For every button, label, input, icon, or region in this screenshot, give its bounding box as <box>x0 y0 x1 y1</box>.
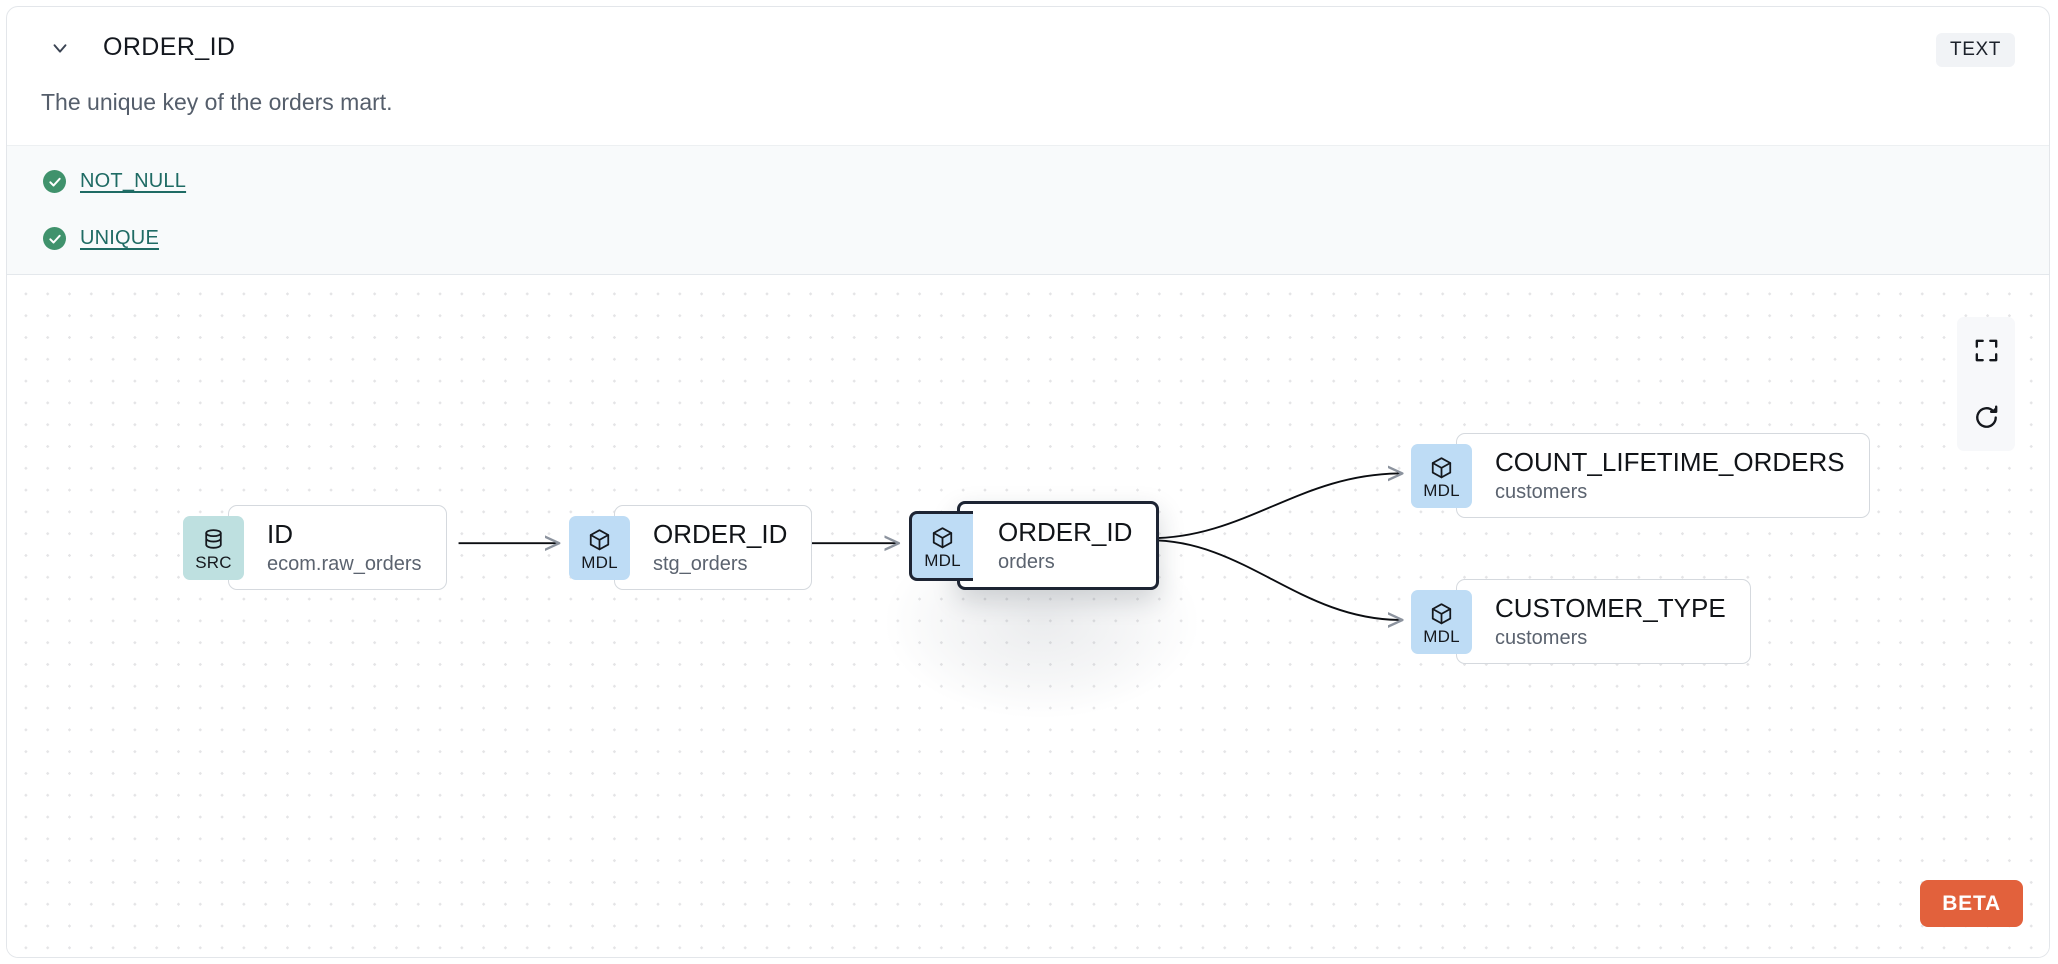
cube-icon <box>930 525 955 551</box>
node-type-label: MDL <box>1423 626 1460 646</box>
column-description: The unique key of the orders mart. <box>41 89 393 115</box>
database-icon <box>201 527 226 553</box>
lineage-node-stg-order-id[interactable]: MDL ORDER_ID stg_orders <box>569 505 813 591</box>
node-body: ID ecom.raw_orders <box>228 505 447 591</box>
column-detail-card: ORDER_ID TEXT The unique key of the orde… <box>6 6 2050 958</box>
fullscreen-icon <box>1973 337 2000 364</box>
test-link-unique[interactable]: UNIQUE <box>80 227 159 249</box>
lineage-node-orders-order-id[interactable]: MDL ORDER_ID orders <box>909 501 1160 591</box>
node-type-label: MDL <box>1423 480 1460 500</box>
node-type-label: MDL <box>924 550 961 570</box>
header-title-row: ORDER_ID <box>47 33 235 62</box>
node-type-badge: MDL <box>1411 443 1472 508</box>
node-type-badge: MDL <box>1411 589 1472 654</box>
tests-section: NOT_NULL UNIQUE <box>7 145 2049 275</box>
edge-orders-to-customer-type <box>1149 539 1402 620</box>
lineage-node-count-lifetime-orders[interactable]: MDL COUNT_LIFETIME_ORDERS customers <box>1411 433 1870 519</box>
lineage-canvas[interactable]: SRC ID ecom.raw_orders <box>7 277 2049 957</box>
node-type-badge: SRC <box>183 515 244 580</box>
node-column-name: COUNT_LIFETIME_ORDERS <box>1495 447 1845 477</box>
chevron-down-icon[interactable] <box>47 35 73 61</box>
node-column-name: ID <box>267 519 293 549</box>
node-column-name: CUSTOMER_TYPE <box>1495 593 1726 623</box>
refresh-icon <box>1973 404 2000 431</box>
card-header: ORDER_ID TEXT The unique key of the orde… <box>7 7 2049 115</box>
node-model-name: ecom.raw_orders <box>267 553 422 576</box>
node-body: ORDER_ID stg_orders <box>614 505 813 591</box>
data-type-badge: TEXT <box>1936 33 2015 67</box>
fit-view-button[interactable] <box>1957 317 2015 384</box>
reload-button[interactable] <box>1957 384 2015 451</box>
node-type-label: MDL <box>581 552 618 572</box>
edge-orders-to-count <box>1149 473 1402 540</box>
node-body: CUSTOMER_TYPE customers <box>1456 579 1751 665</box>
lineage-node-src-id[interactable]: SRC ID ecom.raw_orders <box>183 505 447 591</box>
node-body: COUNT_LIFETIME_ORDERS customers <box>1456 433 1870 519</box>
test-row: UNIQUE <box>43 227 159 250</box>
test-row: NOT_NULL <box>43 170 186 193</box>
node-model-name: customers <box>1495 627 1588 650</box>
node-body: ORDER_ID orders <box>957 501 1160 591</box>
page-title: ORDER_ID <box>103 33 236 61</box>
cube-icon <box>587 527 612 553</box>
check-circle-icon <box>43 170 66 193</box>
node-model-name: orders <box>998 551 1055 574</box>
lineage-node-customer-type[interactable]: MDL CUSTOMER_TYPE customers <box>1411 579 1751 665</box>
node-type-badge: MDL <box>909 510 973 581</box>
cube-icon <box>1429 601 1454 627</box>
cube-icon <box>1429 455 1454 481</box>
beta-badge[interactable]: BETA <box>1920 880 2023 927</box>
check-circle-icon <box>43 227 66 250</box>
node-model-name: stg_orders <box>653 553 748 576</box>
node-type-label: SRC <box>195 552 232 572</box>
test-link-not-null[interactable]: NOT_NULL <box>80 170 187 192</box>
canvas-controls <box>1957 317 2015 451</box>
node-column-name: ORDER_ID <box>653 519 788 549</box>
node-column-name: ORDER_ID <box>998 517 1133 547</box>
node-type-badge: MDL <box>569 515 630 580</box>
node-model-name: customers <box>1495 481 1588 504</box>
